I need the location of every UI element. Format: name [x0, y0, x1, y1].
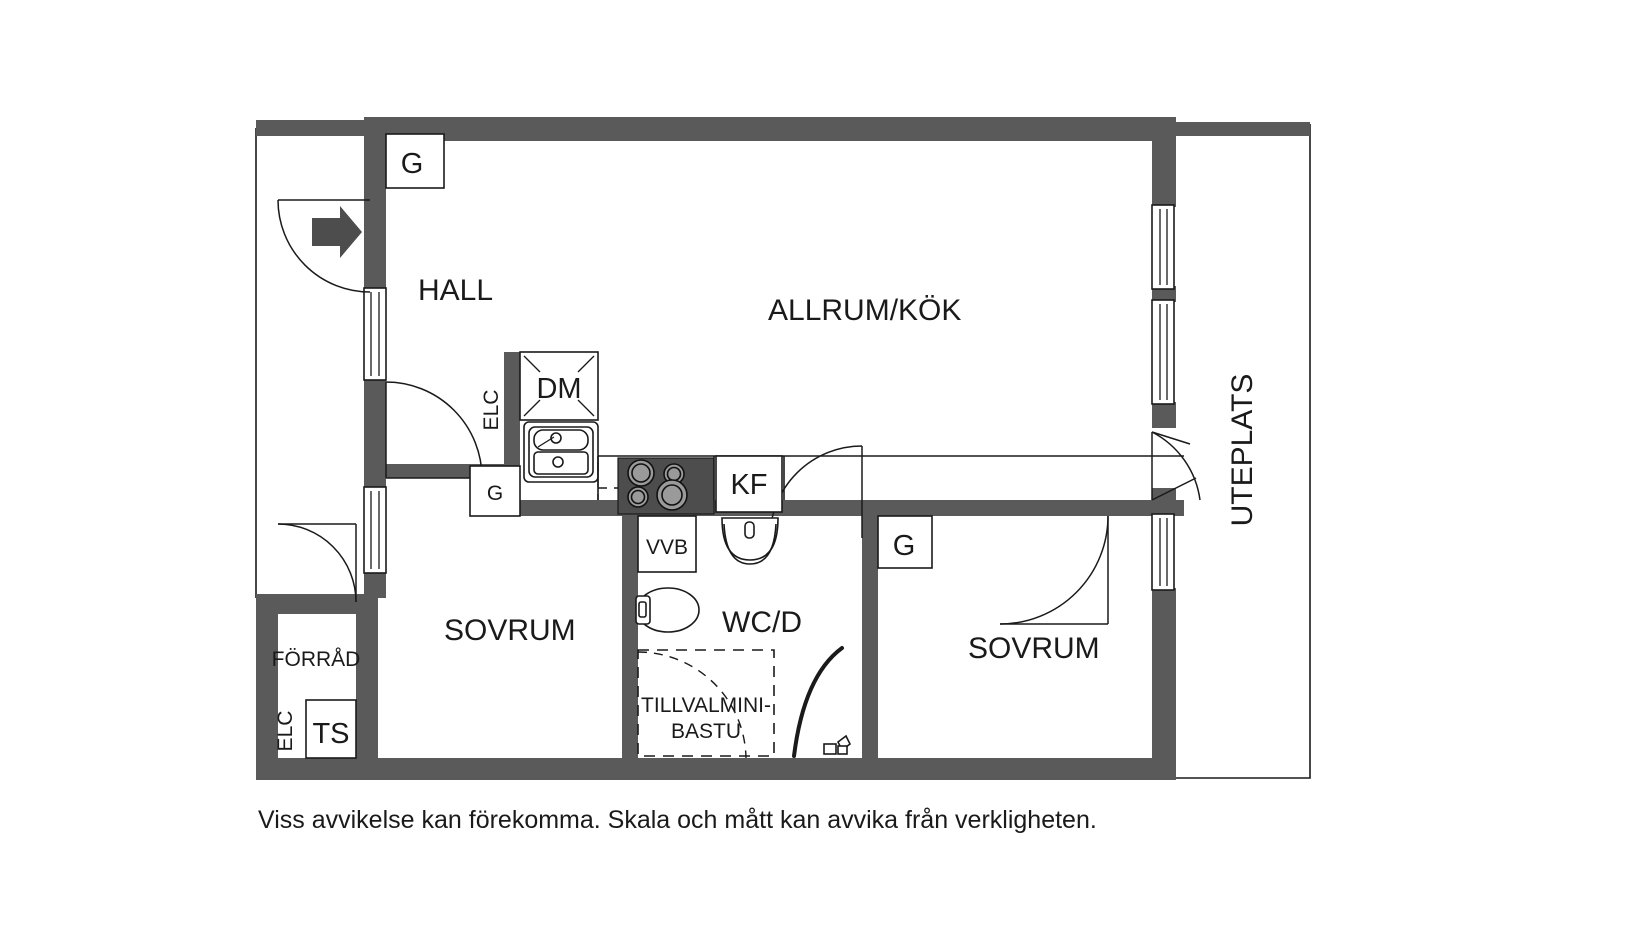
kitchen-fixtures: DM ELC KF G [469, 351, 1184, 517]
elc-forrad-label: ELC [274, 711, 297, 752]
room-label-wc-d: WC/D [722, 606, 802, 639]
wardrobe-kitchen-box [469, 465, 521, 517]
hall-wardrobe: G [385, 133, 445, 189]
sauna-option-outline [637, 649, 775, 757]
water-heater-box [637, 515, 697, 573]
shower-mixer-icon [823, 734, 852, 755]
shower-door-curve [792, 646, 844, 758]
elc-kitchen-label: ELC [480, 390, 503, 431]
fridge-label: KF [730, 469, 767, 501]
disclaimer-caption: Viss avvikelse kan förekomma. Skala och … [258, 806, 1097, 834]
room-label-uteplats: UTEPLATS [1226, 374, 1259, 527]
room-labels: HALL ALLRUM/KÖK SOVRUM SOVRUM WC/D FÖRRÅ… [272, 274, 1259, 671]
room-label-sovrum-right: SOVRUM [968, 632, 1100, 665]
sauna-option-line2: BASTU [671, 720, 741, 743]
wardrobe-kitchen-label: G [487, 482, 503, 505]
door-swings [277, 199, 1201, 625]
wardrobe-hall-label: G [401, 148, 424, 180]
sovrum-right-wardrobe: G [877, 515, 933, 569]
room-label-allrum-kok: ALLRUM/KÖK [768, 294, 961, 327]
room-label-hall: HALL [418, 274, 493, 307]
bathroom-fixtures: VVB TILLVALMINI- BASTU [635, 515, 852, 759]
dishwasher-label: DM [536, 373, 581, 405]
toilet-tank [635, 595, 651, 625]
laundry-box [305, 699, 357, 759]
walls [256, 117, 1310, 780]
entrance-arrow-icon [312, 206, 362, 258]
dishwasher-box [519, 351, 599, 421]
water-heater-label: VVB [646, 536, 688, 559]
room-label-forrad: FÖRRÅD [272, 648, 361, 671]
fridge-box [715, 455, 783, 513]
sauna-option-line1: TILLVALMINI- [641, 694, 771, 717]
windows [363, 204, 1175, 591]
laundry-label: TS [312, 718, 349, 750]
forrad-fixtures: TS ELC [274, 699, 357, 759]
room-label-sovrum-left: SOVRUM [444, 614, 576, 647]
washbasin [721, 517, 779, 561]
wardrobe-sovrum-right-label: G [893, 530, 916, 562]
